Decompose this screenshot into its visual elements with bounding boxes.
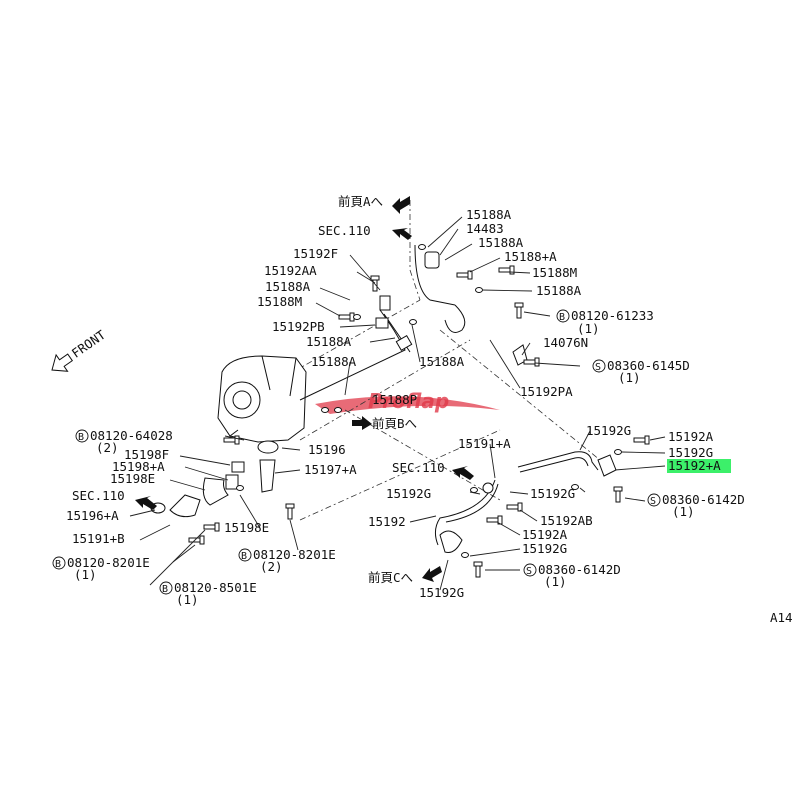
leader-lines	[129, 216, 666, 591]
oil-feed-pipe-top	[299, 244, 528, 401]
label-08360-6142D-1: 08360-6142D	[662, 492, 745, 507]
label-08120-64028-qty: (2)	[96, 440, 119, 455]
label-08360-6142D-2-group: S 08360-6142D (1)	[523, 562, 621, 589]
arrow-icon-sec110-left	[135, 496, 157, 510]
label-08360-6142D-1-group: S 08360-6142D (1)	[647, 492, 745, 519]
label-14483: 14483	[466, 221, 504, 236]
label-08120-64028: 08120-64028	[90, 428, 173, 443]
circle-letter-icon: S	[526, 566, 532, 577]
dashed-reference-lines	[269, 200, 601, 521]
oil-return-hose-left	[150, 440, 279, 518]
ref-prev-a: 前頁Aへ	[338, 194, 383, 209]
label-15192: 15192	[368, 514, 406, 529]
label-15192AA: 15192AA	[264, 263, 317, 278]
label-15188A-4: 15188A	[265, 279, 311, 294]
label-15188A-3: 15188A	[536, 283, 582, 298]
highlight-15192pA	[667, 459, 731, 473]
ref-prev-c: 前頁Cへ	[368, 570, 413, 585]
arrow-icon-sec110-top	[392, 228, 412, 240]
label-15192F: 15192F	[293, 246, 338, 261]
ref-prev-b: 前頁Bへ	[372, 416, 417, 431]
label-15188M-left: 15188M	[257, 294, 302, 309]
arrow-icon-sec110-mid	[452, 466, 474, 480]
label-08360-6142D-2-qty: (1)	[544, 574, 567, 589]
circle-letter-icon: B	[559, 312, 565, 323]
label-15191pB: 15191+B	[72, 531, 125, 546]
circle-letter-icon: B	[162, 584, 168, 595]
label-15198E-2: 15198E	[224, 520, 269, 535]
ref-sec110-left: SEC.110	[72, 488, 125, 503]
arrows	[135, 196, 474, 582]
circle-letter-icon: B	[55, 559, 61, 570]
label-15192G-5: 15192G	[522, 541, 567, 556]
label-08360-6142D-2: 08360-6142D	[538, 562, 621, 577]
watermark-text: Proflap	[368, 389, 449, 413]
label-08120-61233-group: B 08120-61233 (1)	[556, 308, 654, 336]
arrow-icon-prev-a	[392, 196, 410, 214]
label-15192PA: 15192PA	[520, 384, 573, 399]
label-08120-8201E-mid: 08120-8201E	[253, 547, 336, 562]
label-15188A-6: 15188A	[311, 354, 357, 369]
label-15196: 15196	[308, 442, 346, 457]
ref-sec110-mid: SEC.110	[392, 460, 445, 475]
front-label: FRONT	[69, 327, 109, 361]
label-15188M-right: 15188M	[532, 265, 577, 280]
label-15192G-3: 15192G	[386, 486, 431, 501]
label-08120-8201E-left-group: B 08120-8201E (1)	[52, 555, 150, 582]
label-15192G-4: 15192G	[530, 486, 575, 501]
label-08360-6145D-group: S 08360-6145D (1)	[592, 358, 690, 385]
label-08120-61233-qty: (1)	[577, 321, 600, 336]
circle-letter-icon: S	[650, 496, 656, 507]
label-15198E-1: 15198E	[110, 471, 155, 486]
label-15188A-7: 15188A	[419, 354, 465, 369]
circle-letter-icon: B	[241, 551, 247, 562]
label-15192AB: 15192AB	[540, 513, 593, 528]
label-08120-8201E-left: 08120-8201E	[67, 555, 150, 570]
watermark-logo: Proflap	[315, 389, 500, 414]
label-15192G-1: 15192G	[586, 423, 631, 438]
circle-letter-icon: S	[595, 362, 601, 373]
label-15192G-6: 15192G	[419, 585, 464, 600]
label-15197pA: 15197+A	[304, 462, 357, 477]
arrow-icon-prev-c	[422, 566, 442, 582]
page-ref: A14	[770, 610, 793, 625]
label-08120-8201E-mid-group: B 08120-8201E (2)	[238, 547, 336, 574]
label-15198pA: 15198+A	[112, 459, 165, 474]
label-08120-8501E-group: B 08120-8501E (1)	[159, 580, 257, 607]
label-08120-8501E: 08120-8501E	[174, 580, 257, 595]
label-08360-6145D-qty: (1)	[618, 370, 641, 385]
turbocharger-housing	[217, 355, 307, 443]
ref-sec110-top: SEC.110	[318, 223, 371, 238]
label-15188pA: 15188+A	[504, 249, 557, 264]
label-08360-6142D-1-qty: (1)	[672, 504, 695, 519]
label-08120-8501E-qty: (1)	[176, 592, 199, 607]
label-15188P: 15188P	[372, 392, 417, 407]
label-15188A-5: 15188A	[306, 334, 352, 349]
front-indicator: FRONT	[51, 327, 109, 372]
label-08120-61233: 08120-61233	[571, 308, 654, 323]
label-15192G-2: 15192G	[668, 445, 713, 460]
label-15198F: 15198F	[124, 447, 169, 462]
label-15192A-2: 15192A	[522, 527, 568, 542]
arrow-icon-prev-b	[352, 416, 372, 430]
label-14076N: 14076N	[543, 335, 588, 350]
circle-letter-icon: B	[78, 432, 84, 443]
label-15191pA: 15191+A	[458, 436, 511, 451]
label-15192PB: 15192PB	[272, 319, 325, 334]
label-15192pA: 15192+A	[668, 458, 721, 473]
label-15196pA: 15196+A	[66, 508, 119, 523]
label-15188A-2: 15188A	[478, 235, 524, 250]
label-08360-6145D: 08360-6145D	[607, 358, 690, 373]
label-08120-8201E-left-qty: (1)	[74, 567, 97, 582]
label-15188A-1: 15188A	[466, 207, 512, 222]
label-08120-64028-group: B 08120-64028 (2)	[75, 428, 173, 455]
label-15192A-1: 15192A	[668, 429, 714, 444]
label-08120-8201E-mid-qty: (2)	[260, 559, 283, 574]
